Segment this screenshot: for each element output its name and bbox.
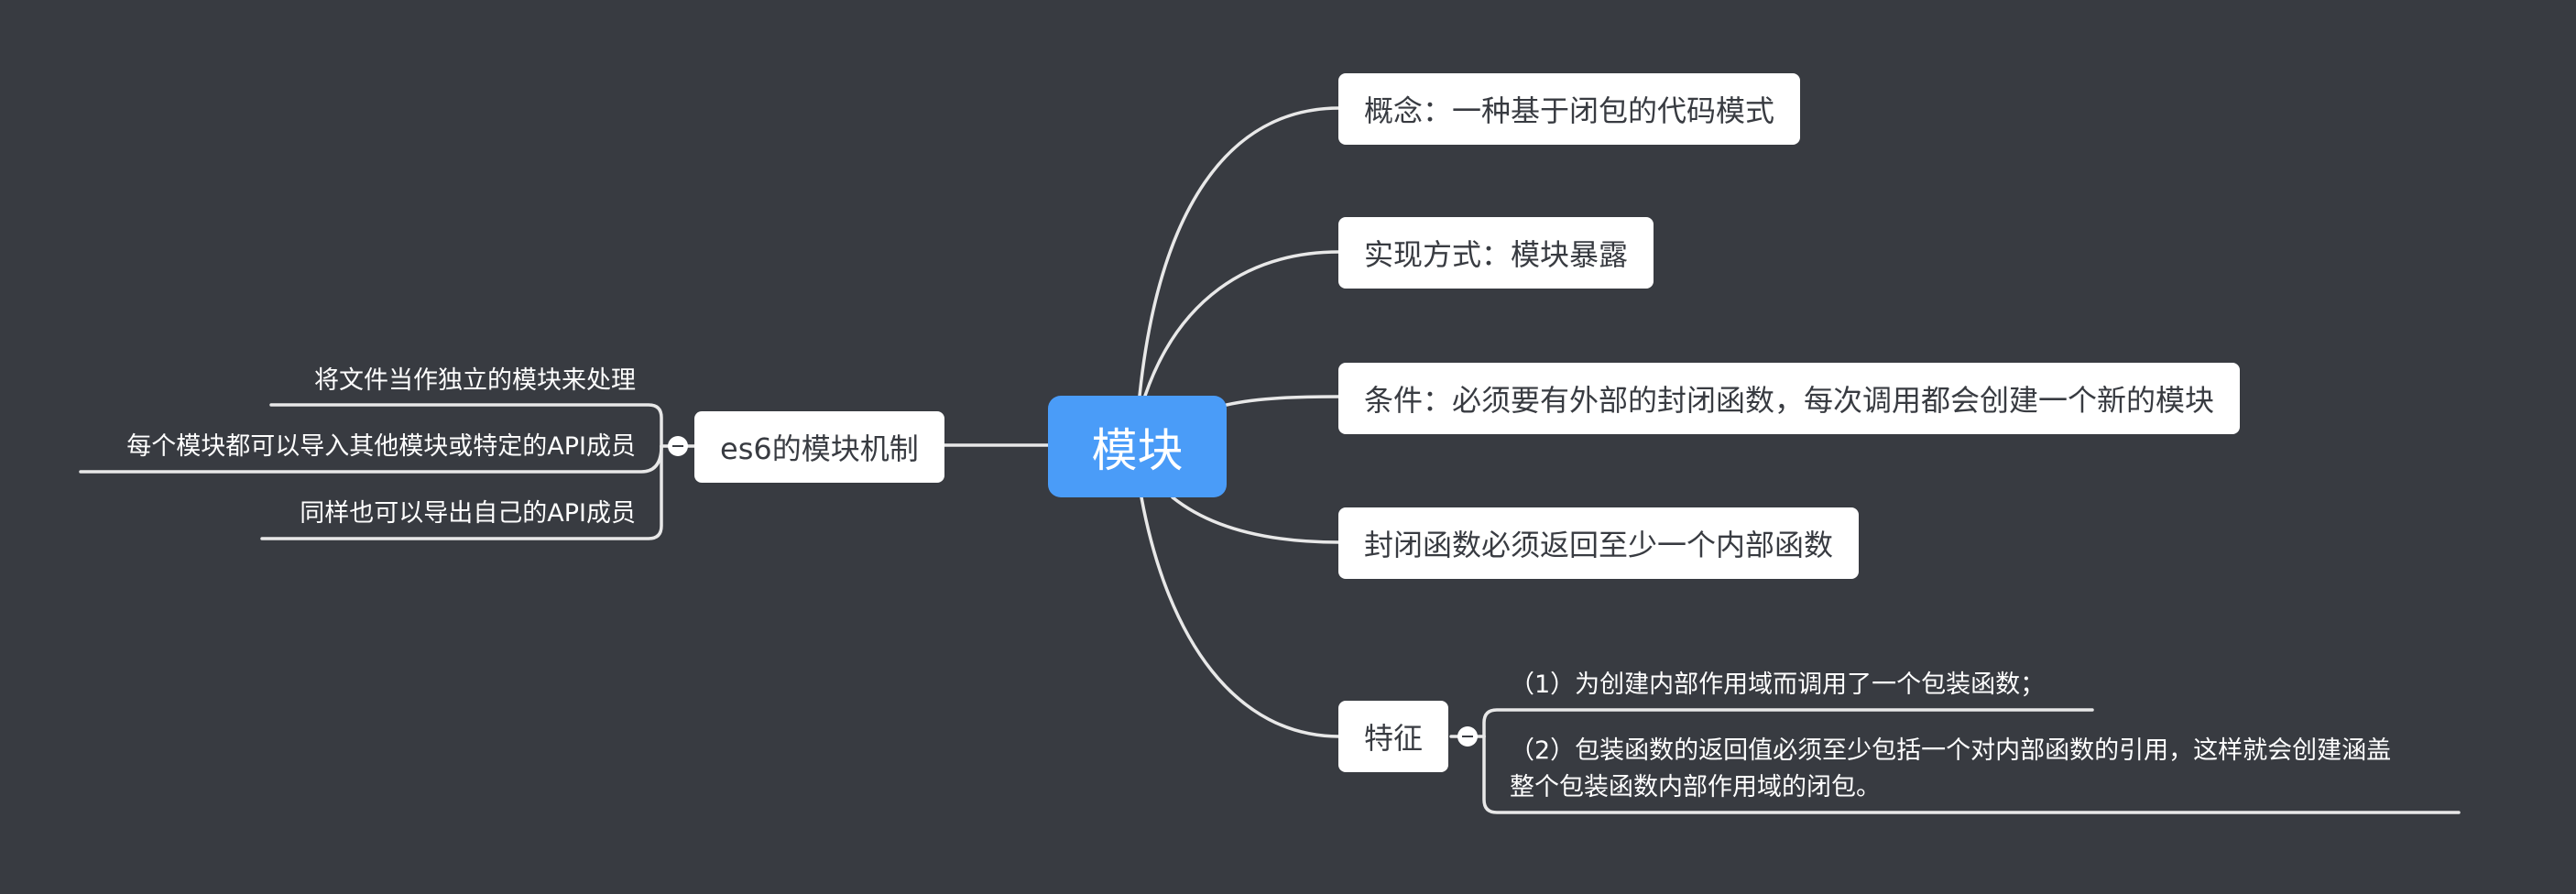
- connector-feature-leaf-2: [1482, 735, 2461, 814]
- es6-leaf-3[interactable]: 同样也可以导出自己的API成员: [300, 496, 636, 532]
- connector-es6-leaf-3: [260, 444, 663, 540]
- root-node-label: 模块: [1091, 423, 1184, 477]
- minus-circle-icon[interactable]: [1457, 726, 1478, 747]
- branch-feature-label: 特征: [1364, 721, 1424, 756]
- feature-leaf-1-label: （1）为创建内部作用域而调用了一个包装函数；: [1510, 670, 2046, 699]
- branch-es6-modules[interactable]: es6的模块机制: [694, 411, 944, 483]
- es6-leaf-1-label: 将文件当作独立的模块来处理: [314, 366, 636, 395]
- connector-es6-leaf-1: [269, 403, 663, 448]
- feature-leaf-2-line-1: （2）包装函数的返回值必须至少包括一个对内部函数的引用，这样就会创建涵盖: [1510, 736, 2392, 765]
- branch-es6-modules-label: es6的模块机制: [720, 431, 919, 466]
- branch-return-requirement[interactable]: 封闭函数必须返回至少一个内部函数: [1338, 507, 1860, 579]
- connector-root-to-implementation: [1143, 250, 1341, 398]
- root-node[interactable]: 模块: [1048, 396, 1227, 497]
- branch-return-requirement-label: 封闭函数必须返回至少一个内部函数: [1364, 528, 1834, 562]
- branch-implementation-label: 实现方式：模块暴露: [1364, 237, 1629, 272]
- branch-condition[interactable]: 条件：必须要有外部的封闭函数，每次调用都会创建一个新的模块: [1338, 363, 2241, 434]
- connector-root-to-condition: [1225, 395, 1341, 407]
- es6-leaf-2[interactable]: 每个模块都可以导入其他模块或特定的API成员: [126, 429, 636, 465]
- connector-root-to-feature: [1140, 496, 1341, 738]
- branch-concept-label: 概念：一种基于闭包的代码模式: [1364, 93, 1775, 128]
- branch-feature[interactable]: 特征: [1338, 701, 1449, 772]
- feature-leaf-2-line-2: 整个包装函数内部作用域的闭包。: [1510, 773, 1881, 801]
- es6-leaf-1[interactable]: 将文件当作独立的模块来处理: [314, 363, 636, 399]
- branch-implementation[interactable]: 实现方式：模块暴露: [1338, 217, 1654, 289]
- connector-root-to-concept: [1138, 106, 1341, 398]
- branch-condition-label: 条件：必须要有外部的封闭函数，每次调用都会创建一个新的模块: [1364, 383, 2215, 418]
- es6-leaf-3-label: 同样也可以导出自己的API成员: [300, 499, 636, 528]
- es6-leaf-2-label: 每个模块都可以导入其他模块或特定的API成员: [126, 432, 636, 461]
- feature-leaf-2[interactable]: （2）包装函数的返回值必须至少包括一个对内部函数的引用，这样就会创建涵盖 整个包…: [1510, 733, 2391, 806]
- minus-circle-icon[interactable]: [668, 436, 688, 456]
- connector-feature-leaf-1: [1482, 708, 2094, 738]
- connector-root-to-return: [1171, 496, 1341, 544]
- branch-concept[interactable]: 概念：一种基于闭包的代码模式: [1338, 73, 1801, 145]
- feature-leaf-1[interactable]: （1）为创建内部作用域而调用了一个包装函数；: [1510, 667, 2045, 703]
